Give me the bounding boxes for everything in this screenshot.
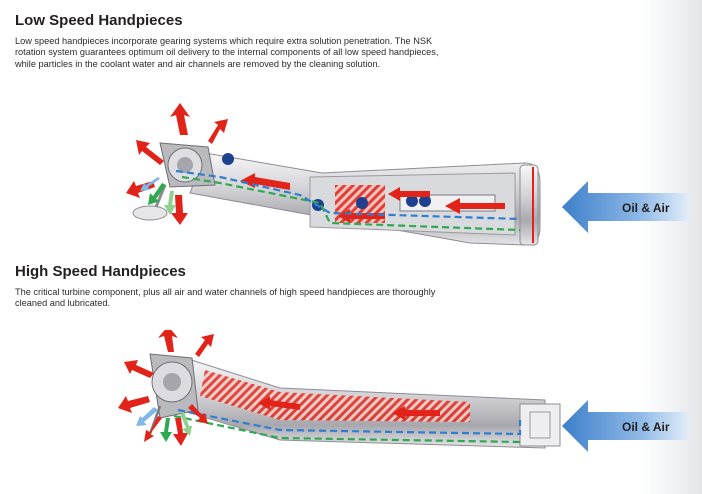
low-speed-handpiece-illustration: Oil & Air	[126, 103, 690, 246]
high-speed-handpiece-illustration: Oil & Air	[118, 330, 690, 452]
low-speed-heading: Low Speed Handpieces	[15, 12, 183, 29]
high-speed-oil-air-label: Oil & Air	[622, 420, 670, 434]
low-speed-description: Low speed handpieces incorporate gearing…	[15, 36, 439, 69]
coolant-channels	[175, 169, 521, 232]
oil-air-inflow-arrow	[562, 181, 690, 233]
air-water-channels	[173, 408, 522, 444]
high-speed-description: The critical turbine component, plus all…	[15, 287, 436, 309]
turbine-oil-flow	[258, 396, 440, 420]
oil-flow-arrows	[240, 173, 505, 223]
oil-air-inflow-arrow-high	[562, 400, 690, 452]
low-speed-oil-air-label: Oil & Air	[622, 201, 670, 215]
spray-arrow-icons	[126, 103, 228, 225]
page-edge-shadow	[640, 0, 702, 494]
high-speed-heading: High Speed Handpieces	[15, 263, 186, 280]
arrow-left-icon	[562, 400, 690, 452]
spray-arrow-icons-high	[118, 330, 214, 446]
arrow-left-icon	[562, 181, 690, 233]
low-speed-handpiece-body	[132, 142, 541, 246]
